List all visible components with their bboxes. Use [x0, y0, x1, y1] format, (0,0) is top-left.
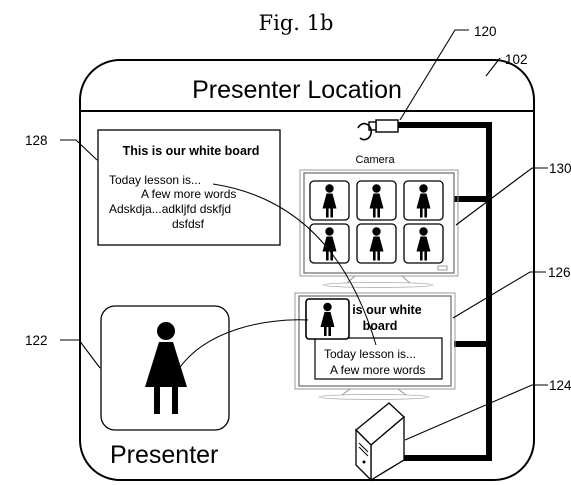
ref-numeral-124: 124: [549, 378, 571, 393]
whiteboard-line: Adskdja...adkljfd dskfjd: [109, 202, 231, 216]
monitor-text-line: Today lesson is...: [324, 347, 416, 361]
whiteboard-title: This is our white board: [123, 144, 260, 158]
room-heading: Presenter Location: [192, 76, 402, 104]
participant-tile: [356, 223, 397, 264]
ref-numeral-128: 128: [25, 133, 48, 148]
participant-tile: [403, 223, 444, 264]
participant-tile: [356, 180, 397, 221]
monitor-text-line: A few more words: [330, 363, 425, 377]
computer-icon: [355, 402, 405, 482]
whiteboard-line: A few more words: [141, 187, 236, 201]
connector-lines: [177, 183, 377, 371]
ref-numeral-130: 130: [549, 161, 571, 176]
ref-numeral-120: 120: [474, 24, 497, 39]
presenter-label: Presenter: [110, 441, 218, 469]
camera-label: Camera: [355, 154, 395, 166]
monitor-board-title: is is our white: [338, 303, 421, 317]
presenter-thumbnail: [305, 298, 350, 340]
figure-title: Fig. 1b: [259, 11, 334, 35]
network-cable: [398, 122, 492, 461]
ref-numeral-126: 126: [548, 265, 571, 280]
whiteboard-line: dsfdsf: [172, 217, 205, 231]
presenter-location-frame: [79, 59, 535, 481]
presenter-icon: [145, 322, 187, 414]
camera-icon: [357, 119, 399, 141]
reference-leaders: [60, 29, 548, 441]
ref-numeral-102: 102: [505, 52, 528, 67]
whiteboard: [97, 129, 281, 246]
monitor-text-panel: [314, 337, 443, 380]
ref-numeral-122: 122: [25, 333, 48, 348]
participant-tile: [309, 180, 350, 221]
participant-tile: [309, 223, 350, 264]
participant-tile: [403, 180, 444, 221]
whiteboard-line: Today lesson is...: [109, 173, 201, 187]
